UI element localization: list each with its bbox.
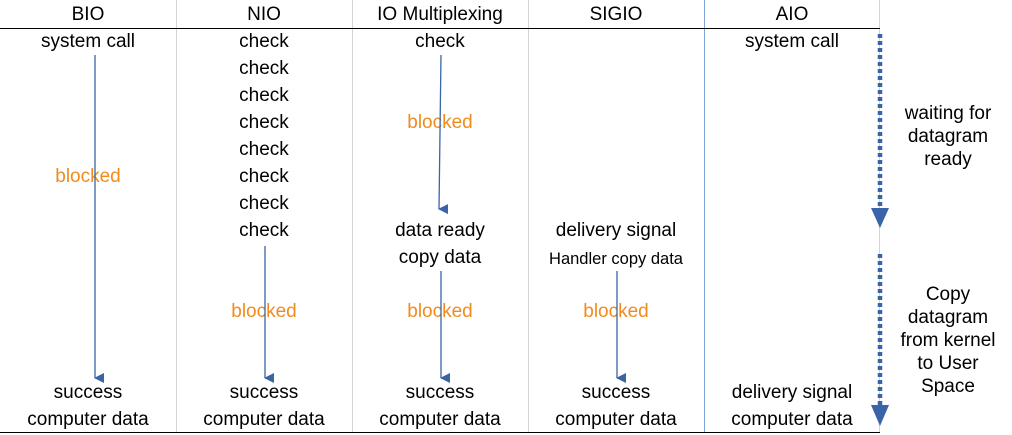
header-io-multiplexing: IO Multiplexing (377, 4, 503, 25)
nio-check: check (239, 166, 289, 187)
mux-end-data: computer data (379, 409, 501, 430)
copy-phase-label: Copy datagram from kernel to User Space (900, 284, 996, 397)
bio-start: system call (41, 31, 135, 52)
waiting-phase-label: waiting for datagram ready (904, 103, 992, 170)
header-bio: BIO (71, 4, 105, 25)
column-divider (704, 0, 705, 432)
header-aio: AIO (775, 4, 809, 25)
nio-check: check (239, 85, 289, 106)
nio-check: check (239, 139, 289, 160)
aio-end-data: computer data (731, 409, 853, 430)
column-divider (528, 0, 529, 432)
bio-end-success: success (53, 382, 123, 403)
sigio-end-success: success (581, 382, 651, 403)
nio-check: check (239, 220, 289, 241)
aio-start: system call (745, 31, 839, 52)
mux-end-success: success (405, 382, 475, 403)
mux-data-ready: data ready (395, 220, 485, 241)
header-divider (0, 28, 880, 29)
header-nio: NIO (247, 4, 281, 25)
aio-delivery-signal: delivery signal (731, 382, 853, 403)
sigio-handler-copy: Handler copy data (549, 250, 683, 268)
nio-end-data: computer data (203, 409, 325, 430)
mux-wait-arrow (438, 54, 449, 215)
header-sigio: SIGIO (589, 4, 643, 25)
copy-phase-arrowhead (871, 405, 889, 426)
sigio-end-data: computer data (555, 409, 677, 430)
mux-copy-data: copy data (398, 247, 482, 268)
nio-check: check (239, 31, 289, 52)
nio-blocked: blocked (231, 301, 297, 322)
nio-check: check (239, 193, 289, 214)
bio-blocked: blocked (55, 166, 121, 187)
sigio-blocked: blocked (583, 301, 649, 322)
bio-end-data: computer data (27, 409, 149, 430)
mux-check: check (415, 31, 465, 52)
column-divider (176, 0, 177, 432)
sigio-delivery-signal: delivery signal (555, 220, 677, 241)
wait-phase-arrowhead (871, 208, 889, 228)
mux-blocked-copy: blocked (407, 301, 473, 322)
nio-check: check (239, 58, 289, 79)
nio-end-success: success (229, 382, 299, 403)
io-model-table: BIO NIO IO Multiplexing SIGIO AIO system… (0, 0, 880, 433)
nio-check: check (239, 112, 289, 133)
column-divider (352, 0, 353, 432)
